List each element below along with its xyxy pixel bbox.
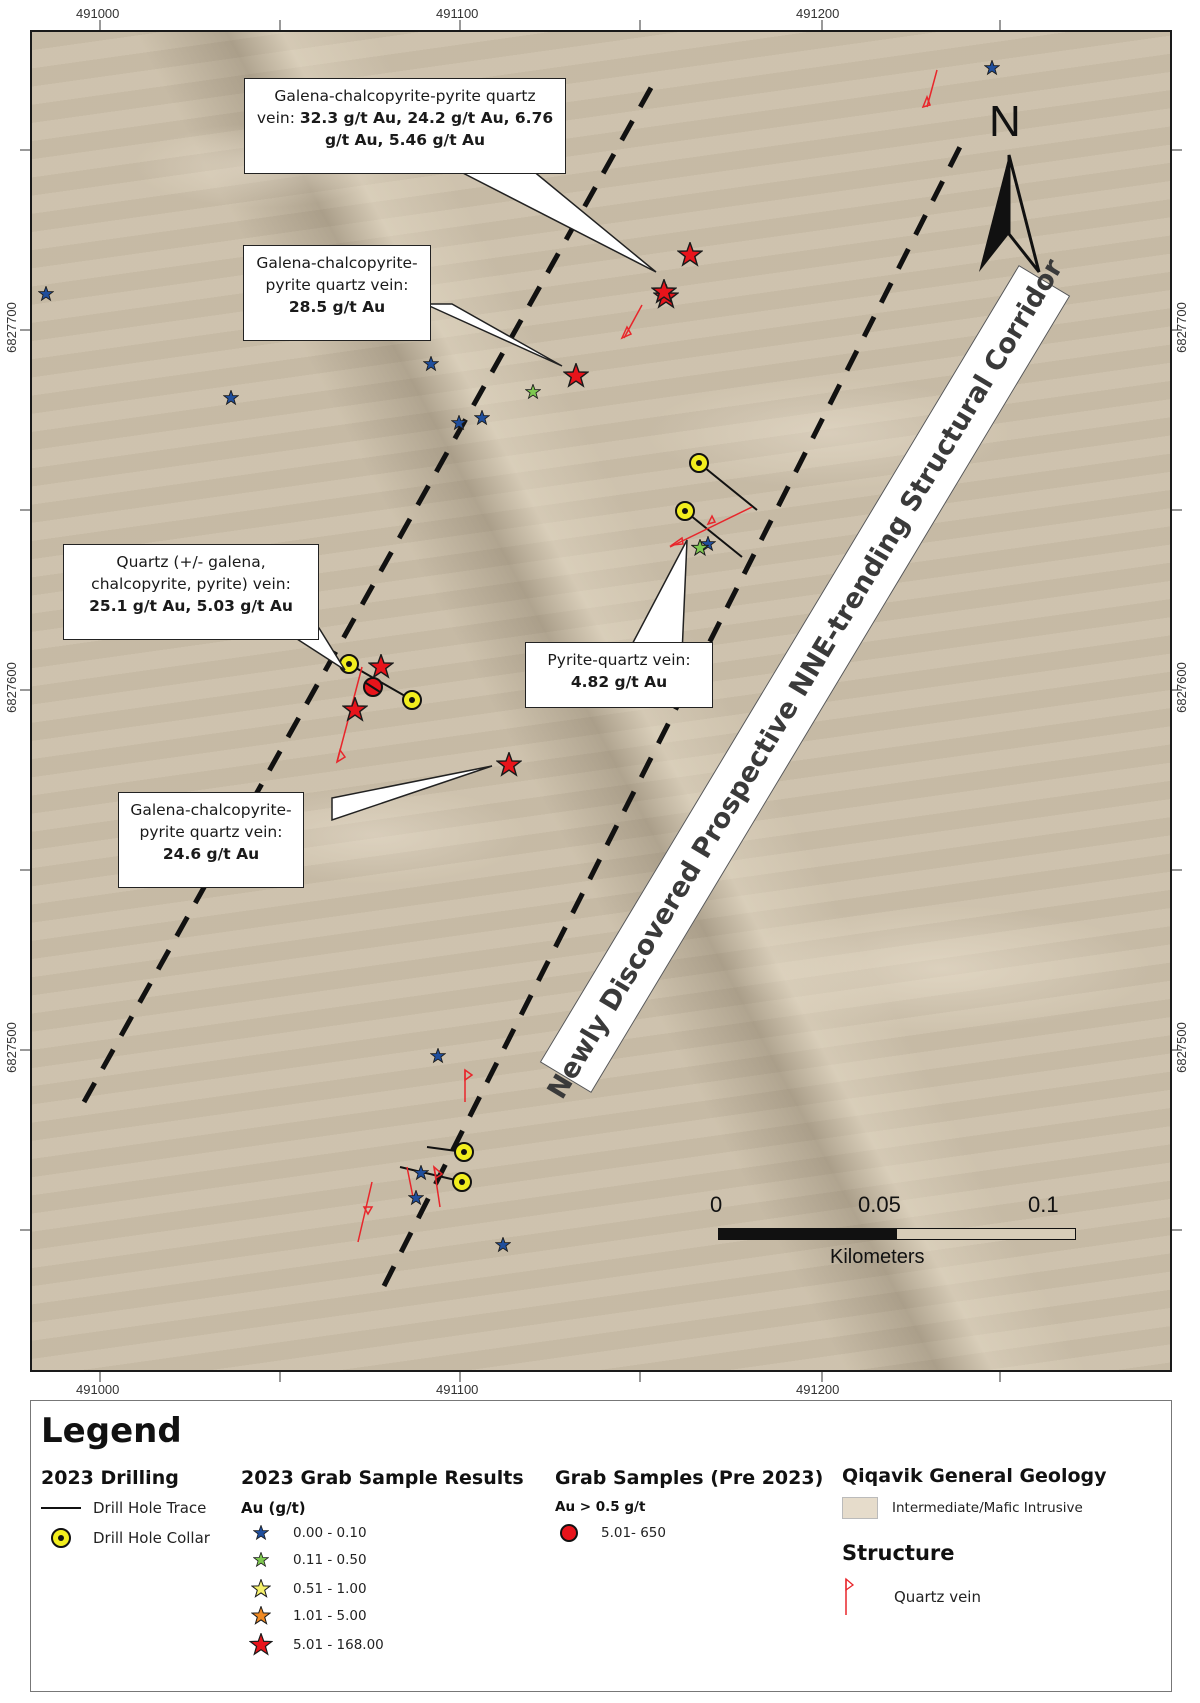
legend-item-grab-green: 0.11 - 0.50 — [241, 1552, 367, 1568]
scale-label-mid: 0.05 — [858, 1192, 901, 1217]
star-red-icon — [241, 1633, 281, 1657]
star-blue-icon — [241, 1525, 281, 1541]
geology-swatch-icon — [842, 1497, 878, 1519]
x-tick-label: 491000 — [76, 1382, 120, 1397]
star-orange-icon — [241, 1606, 281, 1626]
quartz-vein-icon — [842, 1577, 882, 1617]
legend-item-grab-yellow: 0.51 - 1.00 — [241, 1579, 367, 1599]
callout-vein-north: Galena-chalcopyrite-pyrite quartz vein: … — [244, 78, 566, 174]
legend-structure-heading: Structure — [842, 1541, 955, 1565]
map-features — [38, 60, 1000, 1288]
legend-label: Drill Hole Collar — [93, 1529, 210, 1547]
legend-label: 0.51 - 1.00 — [293, 1581, 367, 1597]
callout-pointers — [277, 169, 688, 822]
legend-item-grab-orange: 1.01 - 5.00 — [241, 1606, 367, 1626]
callout-vein-24-6: Galena-chalcopyrite-pyrite quartz vein: … — [118, 792, 304, 888]
callout-text: Pyrite-quartz vein: — [547, 651, 691, 669]
structural-trend-lines — [81, 75, 968, 1288]
legend-item-geology: Intermediate/Mafic Intrusive — [842, 1497, 1083, 1519]
callout-text: Galena-chalcopyrite-pyrite quartz vein: — [256, 254, 418, 294]
legend-label: Intermediate/Mafic Intrusive — [892, 1500, 1083, 1516]
legend-label: 0.11 - 0.50 — [293, 1552, 367, 1568]
legend-item-grab-red: 5.01 - 168.00 — [241, 1633, 384, 1657]
pre2023-grab-sample — [363, 677, 383, 697]
north-label: N — [989, 97, 1021, 146]
legend: Legend 2023 Drilling Drill Hole Trace Dr… — [30, 1400, 1172, 1692]
callout-text: Galena-chalcopyrite-pyrite quartz vein: — [256, 87, 536, 127]
north-arrow-icon — [979, 154, 1041, 273]
north-arrow: N — [967, 97, 1052, 277]
callout-assay: 4.82 g/t Au — [570, 673, 668, 691]
callout-vein-west: Quartz (+/- galena, chalcopyrite, pyrite… — [63, 544, 319, 640]
callout-text: Galena-chalcopyrite-pyrite quartz vein: — [130, 801, 292, 841]
circle-red-icon — [549, 1523, 589, 1543]
grab-samples-green — [525, 384, 709, 556]
legend-label: Drill Hole Trace — [93, 1499, 207, 1517]
legend-label: 5.01 - 168.00 — [293, 1637, 384, 1653]
x-tick-label: 491000 — [76, 6, 120, 21]
callout-assay: 24.6 g/t Au — [162, 845, 260, 863]
legend-label: Quartz vein — [894, 1588, 981, 1606]
callout-assay: 32.3 g/t Au, 24.2 g/t Au, 6.76 g/t Au, 5… — [299, 109, 554, 149]
scale-label-0: 0 — [710, 1192, 723, 1217]
grab-samples-blue — [38, 60, 1000, 1252]
legend-label: 1.01 - 5.00 — [293, 1608, 367, 1624]
legend-item-quartz-vein: Quartz vein — [842, 1577, 981, 1617]
callout-assay: 28.5 g/t Au — [288, 298, 386, 316]
x-tick-label: 491200 — [796, 6, 840, 21]
scale-label-max: 0.1 — [1028, 1192, 1059, 1217]
legend-title: Legend — [41, 1411, 182, 1451]
legend-grab2023-subheading: Au (g/t) — [241, 1499, 306, 1517]
collar-icon — [41, 1527, 81, 1549]
line-icon — [41, 1503, 81, 1513]
x-tick-label: 491100 — [436, 6, 479, 21]
callout-vein-28-5: Galena-chalcopyrite-pyrite quartz vein: … — [243, 245, 431, 341]
legend-label: 5.01- 650 — [601, 1525, 666, 1541]
legend-drilling-heading: 2023 Drilling — [41, 1467, 179, 1489]
legend-item-drill-trace: Drill Hole Trace — [41, 1499, 206, 1517]
star-yellow-icon — [241, 1579, 281, 1599]
legend-item-drill-collar: Drill Hole Collar — [41, 1527, 210, 1549]
x-tick-label: 491100 — [436, 1382, 479, 1397]
scale-bar: 0 0.05 0.1 Kilometers — [710, 1192, 1076, 1282]
scale-bar-graphic — [718, 1228, 1076, 1240]
callout-pyrite-quartz: Pyrite-quartz vein: 4.82 g/t Au — [525, 642, 713, 708]
legend-geology-heading: Qiqavik General Geology — [842, 1465, 1107, 1487]
legend-pre2023-subheading: Au > 0.5 g/t — [555, 1499, 646, 1515]
map-canvas[interactable]: Galena-chalcopyrite-pyrite quartz vein: … — [30, 30, 1172, 1372]
legend-item-pre2023-red: 5.01- 650 — [549, 1523, 666, 1543]
legend-item-grab-blue: 0.00 - 0.10 — [241, 1525, 367, 1541]
callout-text: Quartz (+/- galena, chalcopyrite, pyrite… — [91, 553, 291, 593]
legend-grab2023-heading: 2023 Grab Sample Results — [241, 1467, 524, 1489]
x-tick-label: 491200 — [796, 1382, 840, 1397]
drill-hole-collars — [339, 453, 709, 1192]
axis-ticks — [20, 20, 1182, 1382]
legend-pre2023-heading: Grab Samples (Pre 2023) — [555, 1467, 824, 1489]
callout-assay: 25.1 g/t Au, 5.03 g/t Au — [89, 597, 293, 615]
star-green-icon — [241, 1552, 281, 1568]
scale-unit: Kilometers — [830, 1246, 925, 1268]
legend-label: 0.00 - 0.10 — [293, 1525, 367, 1541]
